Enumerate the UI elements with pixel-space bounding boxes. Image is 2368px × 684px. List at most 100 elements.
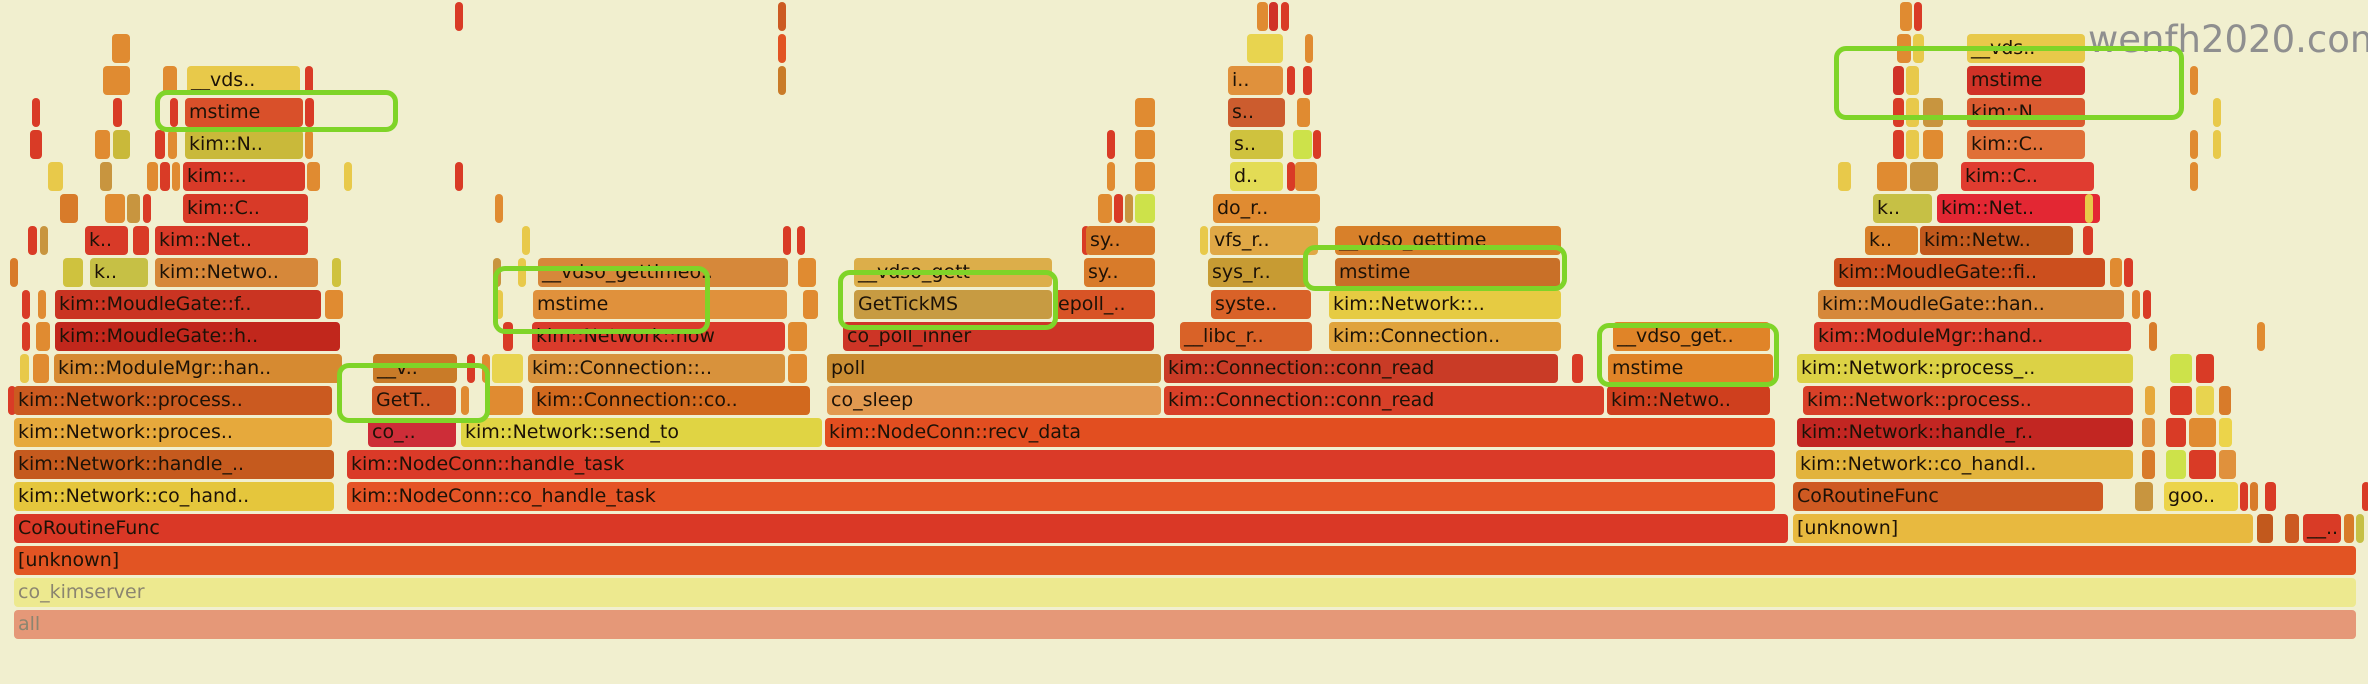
flame-frame-coroutinefunc[interactable]: CoRoutineFunc <box>1793 482 2103 511</box>
flame-frame-kim-moudlegate-fi[interactable]: kim::MoudleGate::fi.. <box>1834 258 2105 287</box>
flame-frame-kim-network-handle_[interactable]: kim::Network::handle_.. <box>14 450 334 479</box>
flame-frame-sliver[interactable] <box>1287 66 1295 95</box>
flame-frame-mstime[interactable]: mstime <box>533 290 787 319</box>
flame-frame-sliver[interactable] <box>2166 450 2186 479</box>
flame-frame-sliver[interactable] <box>788 322 807 351</box>
flame-frame-kim-net[interactable]: kim::Net.. <box>1937 194 2100 223</box>
flame-frame-sliver[interactable] <box>2132 290 2140 319</box>
flame-frame-__vdso_gett[interactable]: __vdso_gett <box>854 258 1052 287</box>
flame-frame-sliver[interactable] <box>160 162 170 191</box>
flame-frame-kim-nodeconn-handle_task[interactable]: kim::NodeConn::handle_task <box>347 450 1775 479</box>
flame-frame-sliver[interactable] <box>143 194 151 223</box>
flame-frame-sliver[interactable] <box>2196 386 2214 415</box>
flame-frame-d[interactable]: d.. <box>1230 162 1283 191</box>
flame-frame-kim-connection[interactable]: kim::Connection.. <box>1329 322 1561 351</box>
flame-frame-sliver[interactable] <box>1107 130 1115 159</box>
flame-frame-sliver[interactable] <box>455 162 463 191</box>
flame-frame-sliver[interactable] <box>783 226 791 255</box>
flame-frame-__vdso_gettimeo[interactable]: __vdso_gettimeo.. <box>538 258 788 287</box>
flame-frame-sliver[interactable] <box>113 130 130 159</box>
flame-frame-sliver[interactable] <box>344 162 352 191</box>
flame-frame-sliver[interactable] <box>788 354 807 383</box>
flame-frame-kim-net[interactable]: kim::Net.. <box>155 226 308 255</box>
flame-frame-coroutinefunc[interactable]: CoRoutineFunc <box>14 514 1788 543</box>
flame-frame-__v[interactable]: __v.. <box>373 354 457 383</box>
flame-frame-sliver[interactable] <box>40 226 48 255</box>
flame-frame-kim-connection-co[interactable]: kim::Connection::co.. <box>532 386 810 415</box>
flame-frame-sliver[interactable] <box>797 226 805 255</box>
flame-frame-kim-network-proces[interactable]: kim::Network::proces.. <box>14 418 332 447</box>
flame-frame-kim-network-process[interactable]: kim::Network::process.. <box>14 386 332 415</box>
flame-frame-sliver[interactable] <box>778 66 786 95</box>
flame-frame-kim-modulemgr-hand[interactable]: kim::ModuleMgr::hand.. <box>1814 322 2131 351</box>
flame-frame-sliver[interactable] <box>38 290 46 319</box>
flame-frame-sliver[interactable] <box>2362 482 2368 511</box>
flame-frame-co_sleep[interactable]: co_sleep <box>827 386 1161 415</box>
flame-frame-sliver[interactable] <box>1906 130 1919 159</box>
flame-frame-sliver[interactable] <box>2110 258 2122 287</box>
flame-frame-sliver[interactable] <box>1305 34 1313 63</box>
flame-frame-sliver[interactable] <box>1107 162 1115 191</box>
flame-frame-sliver[interactable] <box>2250 482 2258 511</box>
flame-frame-sliver[interactable] <box>2149 322 2157 351</box>
flame-frame-mstime[interactable]: mstime <box>1608 354 1773 383</box>
flame-frame-kim-network-now[interactable]: kim::Network::now <box>532 322 785 351</box>
flame-frame-sliver[interactable] <box>32 98 40 127</box>
flame-frame-kim-network-process_[interactable]: kim::Network::process_.. <box>1797 354 2133 383</box>
flame-frame-gett[interactable]: GetT.. <box>372 386 456 415</box>
flame-frame-mstime[interactable]: mstime <box>1967 66 2085 95</box>
flame-frame-sliver[interactable] <box>798 258 816 287</box>
flame-frame-sliver[interactable] <box>1838 162 1851 191</box>
flame-frame-sliver[interactable] <box>2189 418 2216 447</box>
flame-frame-sliver[interactable] <box>2170 354 2192 383</box>
flame-frame-sliver[interactable] <box>2196 354 2214 383</box>
flame-frame-sliver[interactable] <box>2219 450 2236 479</box>
flame-frame-kim[interactable]: kim::.. <box>183 162 305 191</box>
flame-frame-sliver[interactable] <box>113 98 122 127</box>
flame-frame-sliver[interactable] <box>1287 162 1295 191</box>
flame-frame-sliver[interactable] <box>2170 386 2192 415</box>
flame-frame-kim-c[interactable]: kim::C.. <box>1961 162 2094 191</box>
flame-frame-gettickms[interactable]: GetTickMS <box>854 290 1052 319</box>
flame-frame-sliver[interactable] <box>2189 450 2216 479</box>
flame-frame-poll[interactable]: poll <box>827 354 1161 383</box>
flame-frame-sliver[interactable] <box>1303 66 1312 95</box>
flame-frame-sliver[interactable] <box>172 162 180 191</box>
flame-frame-sliver[interactable] <box>455 2 463 31</box>
flame-frame-sliver[interactable] <box>1572 354 1583 383</box>
flame-frame-sliver[interactable] <box>10 258 18 287</box>
flame-frame-sliver[interactable] <box>2219 386 2231 415</box>
flame-frame-sliver[interactable] <box>522 226 530 255</box>
flame-frame-sliver[interactable] <box>1914 2 1922 31</box>
flame-frame-sliver[interactable] <box>2240 482 2248 511</box>
flame-frame-sliver[interactable] <box>33 354 49 383</box>
flame-frame-sliver[interactable] <box>2085 194 2093 223</box>
flame-frame-sliver[interactable] <box>2344 514 2354 543</box>
flame-frame-sliver[interactable] <box>495 290 503 319</box>
flame-frame-sliver[interactable] <box>1295 162 1317 191</box>
flame-frame-syste[interactable]: syste.. <box>1211 290 1311 319</box>
flame-frame-sliver[interactable] <box>2356 514 2364 543</box>
flame-frame-kim-network[interactable]: kim::Network::.. <box>1329 290 1561 319</box>
flame-frame-sliver[interactable] <box>1313 130 1321 159</box>
flame-frame-kim-network-process[interactable]: kim::Network::process.. <box>1803 386 2133 415</box>
flame-frame-kim-n[interactable]: kim::N.. <box>185 130 303 159</box>
flame-frame-__libc_r[interactable]: __libc_r.. <box>1180 322 1312 351</box>
flame-frame-all[interactable]: all <box>14 610 2356 639</box>
flame-frame-sliver[interactable] <box>1906 98 1919 127</box>
flame-frame-sliver[interactable] <box>518 258 526 287</box>
flame-frame-unknown[interactable]: [unknown] <box>1793 514 2253 543</box>
flame-frame-kim-network-co_handl[interactable]: kim::Network::co_handl.. <box>1796 450 2133 479</box>
flame-frame-co_poll_inner[interactable]: co_poll_inner <box>843 322 1154 351</box>
flame-frame-sliver[interactable] <box>1923 130 1943 159</box>
flame-frame-s[interactable]: s.. <box>1228 98 1285 127</box>
flame-frame-sliver[interactable] <box>168 130 177 159</box>
flame-frame-sliver[interactable] <box>1893 98 1904 127</box>
flame-frame-sliver[interactable] <box>2142 450 2155 479</box>
flame-frame-mstime[interactable]: mstime <box>185 98 303 127</box>
flame-frame-sliver[interactable] <box>155 130 165 159</box>
flame-frame-kim-network-co_hand[interactable]: kim::Network::co_hand.. <box>14 482 334 511</box>
flame-frame-sliver[interactable] <box>147 162 158 191</box>
flame-frame-k[interactable]: k.. <box>1865 226 1918 255</box>
flame-frame-kim-connection[interactable]: kim::Connection::.. <box>528 354 785 383</box>
